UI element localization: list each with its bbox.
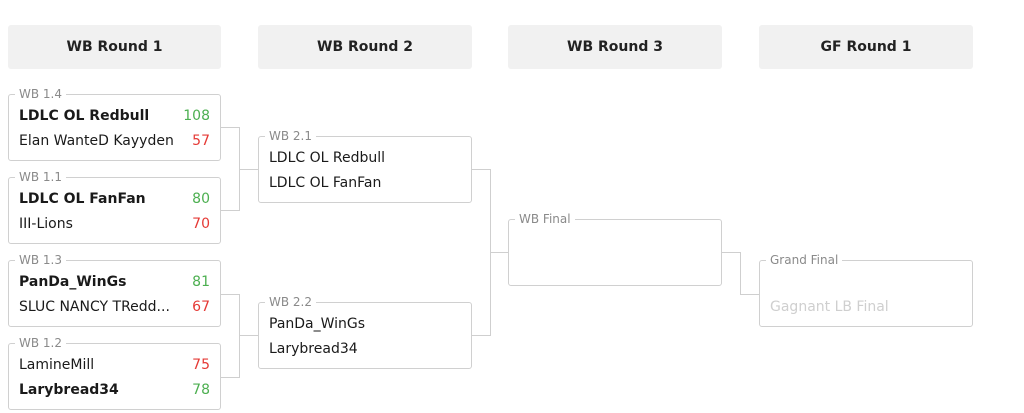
team-slot[interactable]: LDLC OL FanFan 80 [9, 186, 220, 211]
match-label: WB 2.2 [265, 295, 316, 309]
team-score: 80 [192, 190, 210, 207]
team-score: 81 [192, 273, 210, 290]
team-name: LDLC OL Redbull [19, 107, 150, 124]
team-slot[interactable]: PanDa_WinGs 81 [9, 269, 220, 294]
connector [740, 294, 759, 295]
team-name: LamineMill [19, 356, 95, 373]
round-header-wb-round-1: WB Round 1 [8, 25, 221, 69]
team-slot[interactable]: SLUC NANCY TRedd... 67 [9, 294, 220, 319]
team-score: 67 [192, 298, 210, 315]
match-wb-2-2[interactable]: WB 2.2 PanDa_WinGs Larybread34 [258, 295, 472, 369]
team-slot[interactable]: LDLC OL FanFan [259, 170, 471, 195]
team-slot[interactable]: Elan WanteD Kayyden 57 [9, 128, 220, 153]
team-name: Larybread34 [269, 340, 358, 357]
match-label: WB 1.3 [15, 253, 66, 267]
team-score: 78 [192, 381, 210, 398]
team-score: 70 [192, 215, 210, 232]
connector [221, 210, 239, 211]
connector [221, 377, 239, 378]
connector [221, 294, 239, 295]
match-wb-1-1[interactable]: WB 1.1 LDLC OL FanFan 80 III-Lions 70 [8, 170, 221, 244]
team-name: PanDa_WinGs [19, 273, 127, 290]
team-name: SLUC NANCY TRedd... [19, 298, 170, 315]
team-slot[interactable]: Larybread34 [259, 336, 471, 361]
match-wb-1-3[interactable]: WB 1.3 PanDa_WinGs 81 SLUC NANCY TRedd..… [8, 253, 221, 327]
team-slot[interactable]: LDLC OL Redbull 108 [9, 103, 220, 128]
team-slot[interactable]: Gagnant LB Final [760, 294, 972, 319]
match-grand-final[interactable]: Grand Final Gagnant LB Final [759, 253, 973, 327]
team-score: 75 [192, 356, 210, 373]
team-name: PanDa_WinGs [269, 315, 366, 332]
match-label: WB 2.1 [265, 129, 316, 143]
round-header-wb-round-2: WB Round 2 [258, 25, 472, 69]
team-name: LDLC OL FanFan [19, 190, 146, 207]
match-wb-1-2[interactable]: WB 1.2 LamineMill 75 Larybread34 78 [8, 336, 221, 410]
connector [722, 252, 740, 253]
team-slot[interactable] [509, 253, 721, 278]
match-label: WB Final [515, 212, 575, 226]
connector [239, 169, 258, 170]
connector [239, 294, 240, 378]
team-name: LDLC OL Redbull [269, 149, 386, 166]
match-label: Grand Final [766, 253, 843, 267]
round-header-gf-round-1: GF Round 1 [759, 25, 973, 69]
team-name: Elan WanteD Kayyden [19, 132, 174, 149]
connector [221, 127, 239, 128]
team-name: LDLC OL FanFan [269, 174, 382, 191]
match-label: WB 1.4 [15, 87, 66, 101]
team-slot[interactable] [760, 269, 972, 294]
team-slot[interactable]: Larybread34 78 [9, 377, 220, 402]
round-header-wb-round-3: WB Round 3 [508, 25, 722, 69]
team-slot[interactable]: PanDa_WinGs [259, 311, 471, 336]
team-slot[interactable]: III-Lions 70 [9, 211, 220, 236]
match-wb-1-4[interactable]: WB 1.4 LDLC OL Redbull 108 Elan WanteD K… [8, 87, 221, 161]
team-slot[interactable]: LDLC OL Redbull [259, 145, 471, 170]
team-name-placeholder: Gagnant LB Final [770, 298, 889, 315]
connector [472, 169, 490, 170]
match-label: WB 1.2 [15, 336, 66, 350]
team-score: 57 [192, 132, 210, 149]
team-slot[interactable]: LamineMill 75 [9, 352, 220, 377]
match-wb-final[interactable]: WB Final [508, 212, 722, 286]
team-score: 108 [183, 107, 210, 124]
match-label: WB 1.1 [15, 170, 66, 184]
connector [740, 252, 741, 295]
team-name: III-Lions [19, 215, 73, 232]
team-name: Larybread34 [19, 381, 119, 398]
match-wb-2-1[interactable]: WB 2.1 LDLC OL Redbull LDLC OL FanFan [258, 129, 472, 203]
connector [239, 335, 258, 336]
connector [490, 252, 508, 253]
connector [472, 335, 490, 336]
team-slot[interactable] [509, 228, 721, 253]
